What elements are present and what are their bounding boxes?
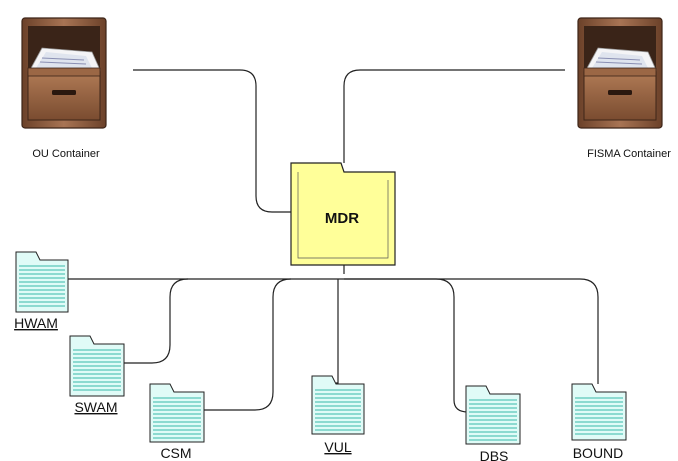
mdr-label: MDR [325,210,359,227]
fisma-container-cabinet-icon [577,17,663,129]
connector-csm [204,278,292,411]
connector-swam [124,278,189,364]
ou-container-label: OU Container [32,148,100,160]
connector-lines [68,69,599,413]
hwam-folder-icon [15,251,69,313]
dbs-folder-icon [465,385,521,445]
connector-fisma-mdr [343,69,565,163]
connector-dbs [344,278,469,413]
ou-container-cabinet-icon [21,17,107,129]
bound-folder-icon [571,383,627,441]
folder-label-vul: VUL [324,439,351,455]
vul-folder-icon [311,375,365,435]
connector-vul [336,279,339,384]
swam-folder-icon [69,335,125,397]
folder-label-csm: CSM [160,445,191,461]
connector-bound [344,278,599,384]
connector-ou-mdr [133,69,291,213]
folder-label-swam: SWAM [74,399,117,415]
folder-label-dbs: DBS [480,448,509,461]
mdr-folder: MDR [290,162,396,266]
fisma-container-label: FISMA Container [587,148,671,160]
folder-label-bound: BOUND [573,445,624,461]
folder-label-hwam: HWAM [14,315,58,331]
csm-folder-icon [149,383,205,443]
